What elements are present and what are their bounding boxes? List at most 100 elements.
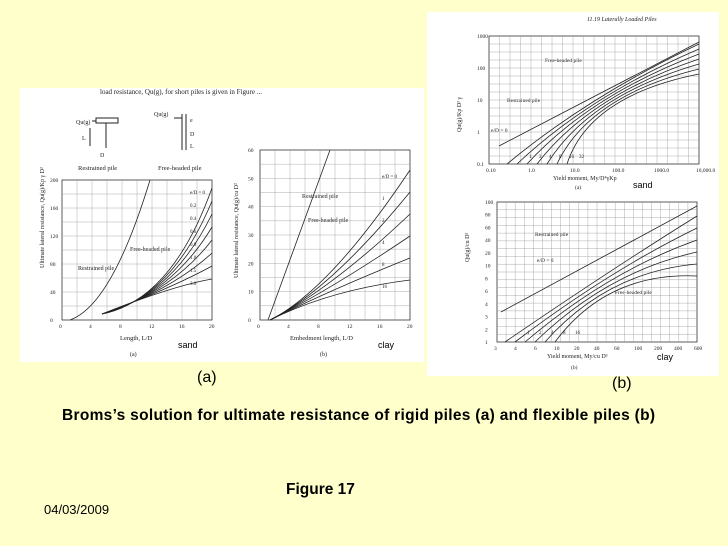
rt-xtick: 10.0 bbox=[570, 168, 580, 174]
rb-ytick: 2 bbox=[485, 327, 488, 333]
rb-xtick: 20 bbox=[574, 346, 580, 352]
chart-b-e-label: 8 bbox=[382, 263, 385, 268]
rt-free-curve bbox=[516, 48, 700, 165]
chart-a-xtick: 0 bbox=[59, 324, 62, 330]
chart-b-e-label: 16 bbox=[382, 285, 388, 290]
chart-b-xtick: 20 bbox=[407, 324, 413, 330]
chart-a-xtick: 16 bbox=[179, 324, 185, 330]
chart-a-ylabel: Ultimate lateral resistance, Qu(g)/Kp γ … bbox=[39, 167, 46, 268]
rb-series-label: 4 bbox=[551, 331, 554, 336]
chart-a-ytick: 200 bbox=[50, 178, 59, 184]
chart-a-xtick: 4 bbox=[89, 324, 92, 330]
sand-tag-left: sand bbox=[178, 340, 198, 350]
rt-xtick: 100.0 bbox=[612, 168, 625, 174]
chart-b-restrained-curve bbox=[267, 149, 331, 321]
svg-text:Qu(g): Qu(g) bbox=[154, 111, 168, 118]
rt-ytick: 0.1 bbox=[477, 162, 484, 168]
chart-b-e-label: 2 bbox=[382, 219, 385, 224]
rt-free-curve bbox=[556, 68, 700, 165]
rt-ylabel: Qu(g)/Kp D³ γ bbox=[456, 97, 463, 132]
rb-xtick: 100 bbox=[634, 346, 643, 352]
rb-ytick: 20 bbox=[485, 251, 491, 257]
scanned-top-text: load resistance, Qu(g), for short piles … bbox=[100, 88, 262, 96]
flexible-sand-chart: 11.19 Laterally Loaded Piles Qu(g)/Kp D³… bbox=[456, 17, 716, 191]
rt-free-curve bbox=[536, 58, 700, 165]
chart-b-e-label: 4 bbox=[382, 241, 385, 246]
clay-tag-right: clay bbox=[657, 352, 674, 362]
rb-free-curve bbox=[524, 239, 698, 343]
label-b: (b) bbox=[612, 375, 632, 392]
rb-free-label: Free-headed pile bbox=[615, 290, 652, 296]
sand-tag-right: sand bbox=[633, 180, 653, 190]
rb-ytick: 4 bbox=[485, 302, 488, 308]
svg-text:D: D bbox=[100, 153, 105, 159]
rb-free-curve bbox=[544, 263, 698, 343]
rb-sublabel: (b) bbox=[571, 364, 578, 371]
chart-a-xtick: 20 bbox=[209, 324, 215, 330]
rt-xtick: 10,000.0 bbox=[696, 168, 716, 174]
free-headed-pile-diagram: Qu(g) e D L bbox=[154, 111, 195, 150]
free-headed-pile-diagram-label: Free-headed pile bbox=[158, 165, 202, 172]
rb-xtick: 4 bbox=[514, 346, 517, 352]
rt-free-curve bbox=[526, 53, 700, 165]
rb-restrained-curve bbox=[500, 205, 698, 313]
chart-b-e-label: e/D = 0 bbox=[382, 175, 398, 180]
rt-series-label: 8 bbox=[559, 155, 562, 160]
rb-free-curve bbox=[514, 227, 698, 343]
rb-ytick: 3 bbox=[485, 315, 488, 321]
restrained-pile-diagram-label: Restrained pile bbox=[78, 165, 117, 172]
rb-ylabel: Qu(g)/cu D² bbox=[464, 233, 471, 262]
chart-b-ylabel: Ultimate lateral resistance, Qu(g)/cu D² bbox=[233, 183, 240, 278]
svg-text:Qu(g): Qu(g) bbox=[76, 119, 90, 126]
chart-a-e-label: 0.6 bbox=[190, 230, 197, 235]
chart-b-sublabel: (b) bbox=[320, 351, 327, 358]
restrained-pile-diagram: Qu(g) L D bbox=[76, 117, 119, 159]
chart-a-e-label: e/D = 0 bbox=[190, 191, 206, 196]
book-header: 11.19 Laterally Loaded Piles bbox=[587, 17, 657, 23]
rb-series-label: 16 bbox=[575, 331, 581, 336]
clay-tag-left: clay bbox=[378, 340, 395, 350]
rb-ytick: 8 bbox=[485, 276, 488, 282]
figure-panel-flexible-sand: 11.19 Laterally Loaded Piles Qu(g)/Kp D³… bbox=[427, 12, 719, 192]
chart-b-xtick: 4 bbox=[287, 324, 290, 330]
rt-series-label: 32 bbox=[579, 155, 585, 160]
rb-free-curve bbox=[554, 275, 698, 343]
rb-ytick: 60 bbox=[485, 225, 491, 231]
slide-date: 04/03/2009 bbox=[44, 502, 110, 517]
chart-b-xtick: 12 bbox=[347, 324, 353, 330]
chart-b-free-curve bbox=[269, 213, 411, 321]
rt-sublabel: (a) bbox=[575, 184, 581, 191]
rb-restrained-label: Restrained pile bbox=[535, 232, 569, 238]
rt-series-label: 16 bbox=[569, 155, 575, 160]
figure-number: Figure 17 bbox=[286, 481, 355, 498]
chart-b-xtick: 16 bbox=[377, 324, 383, 330]
chart-a-xtick: 8 bbox=[119, 324, 122, 330]
rb-xtick: 3 bbox=[494, 346, 497, 352]
chart-b-ytick: 0 bbox=[248, 318, 251, 324]
rb-ytick: 6 bbox=[485, 289, 488, 295]
svg-text:D: D bbox=[190, 132, 195, 138]
rt-xtick: 1.0 bbox=[528, 168, 535, 174]
rt-ytick: 10 bbox=[477, 98, 483, 104]
chart-a-ytick: 80 bbox=[50, 262, 56, 268]
chart-a-ytick: 0 bbox=[50, 318, 53, 324]
rt-free-curve bbox=[566, 73, 700, 165]
rt-xtick: 0.10 bbox=[486, 168, 496, 174]
rb-xtick: 40 bbox=[594, 346, 600, 352]
chart-b-ytick: 40 bbox=[248, 205, 254, 211]
chart-b-ytick: 30 bbox=[248, 233, 254, 239]
chart-a-xtick: 12 bbox=[149, 324, 155, 330]
rt-free-curve bbox=[506, 43, 700, 165]
chart-a-ytick: 160 bbox=[50, 206, 59, 212]
rb-ytick: 10 bbox=[485, 264, 491, 270]
rb-series-label: 2 bbox=[539, 331, 542, 336]
chart-b-xlabel: Embedment length, L/D bbox=[290, 335, 353, 342]
chart-a-xlabel: Length, L/D bbox=[120, 335, 152, 342]
rb-xtick: 60 bbox=[614, 346, 620, 352]
chart-b-free-curve bbox=[269, 279, 411, 321]
rb-ytick: 100 bbox=[485, 200, 494, 206]
rt-restrained-curve bbox=[498, 41, 700, 147]
chart-a-e-label: 0.4 bbox=[190, 217, 197, 222]
rb-xtick: 200 bbox=[654, 346, 663, 352]
chart-b-xtick: 0 bbox=[257, 324, 260, 330]
